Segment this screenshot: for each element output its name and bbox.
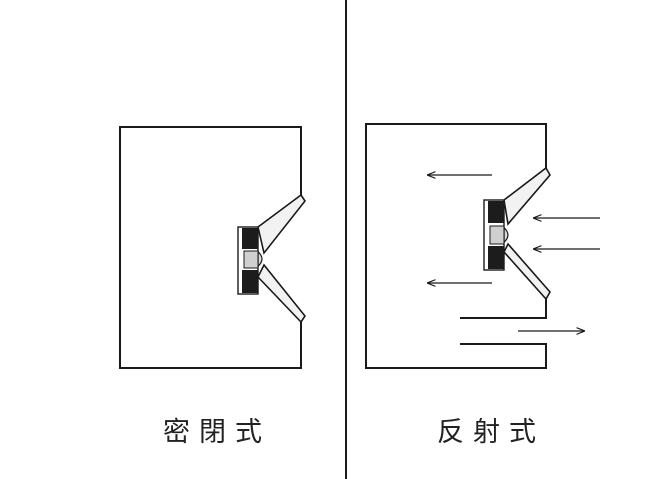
caption-sealed: 密閉式 [163, 417, 271, 448]
bass-reflex-port-tube [460, 299, 547, 319]
bass-reflex-enclosure [365, 123, 600, 369]
sealed-speaker-magnet-bottom [242, 270, 258, 293]
sealed-speaker-voice-coil [243, 250, 259, 269]
caption-bass-reflex: 反射式 [437, 417, 545, 448]
bass-reflex-box-outline [365, 123, 547, 369]
sealed-speaker-magnet-top [242, 228, 258, 249]
bass-reflex-speaker-magnet-bottom [488, 246, 504, 269]
sealed-box-outline [119, 126, 302, 369]
bass-reflex-speaker-voice-coil [489, 225, 505, 245]
bass-reflex-speaker-cone-upper [503, 166, 551, 226]
sealed-enclosure [119, 126, 306, 369]
bass-reflex-speaker-driver [483, 166, 551, 301]
sealed-speaker-driver [237, 193, 306, 324]
bass-reflex-speaker-cone-lower [503, 242, 551, 301]
bass-reflex-speaker-magnet-top [488, 201, 504, 223]
sealed-speaker-cone-lower [257, 263, 306, 324]
sealed-speaker-cone-upper [257, 193, 306, 255]
